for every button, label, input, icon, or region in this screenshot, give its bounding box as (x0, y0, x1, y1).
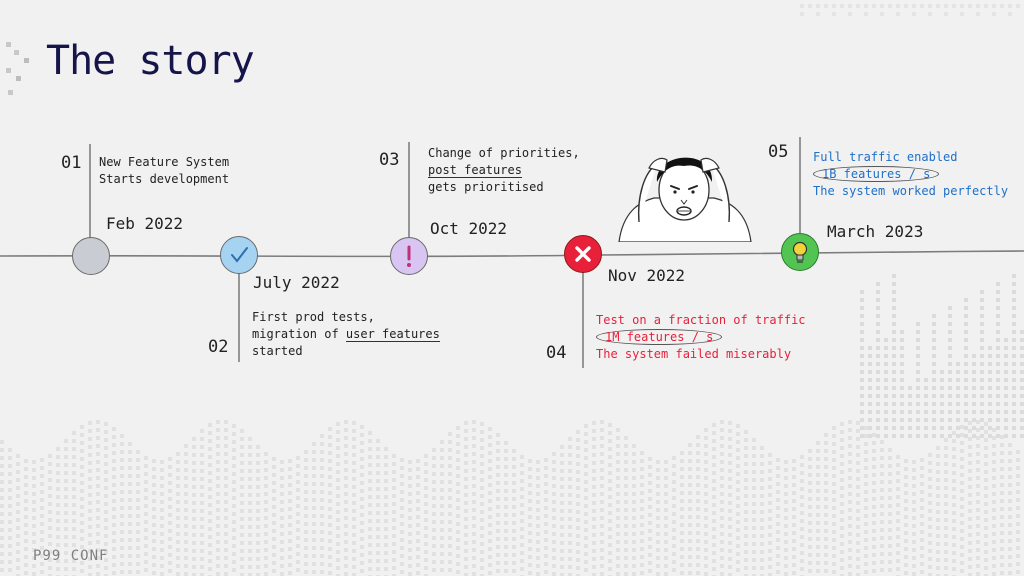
event-02-line-1: First prod tests, (252, 310, 375, 324)
throughput-1m-circled: 1M features / s (596, 329, 723, 345)
milestone-node-nov (564, 235, 602, 273)
event-description-04: Test on a fraction of traffic 1M feature… (596, 312, 806, 363)
event-number-04: 04 (546, 343, 567, 363)
event-04-line-3: The system failed miserably (596, 347, 792, 361)
event-description-03: Change of priorities, post features gets… (428, 145, 580, 196)
event-date-01: Feb 2022 (106, 214, 184, 233)
slide-title: The story (46, 38, 255, 84)
event-number-03: 03 (379, 150, 400, 170)
frustrated-man-illustration (618, 157, 752, 242)
event-03-line-3: gets prioritised (428, 180, 544, 194)
event-number-01: 01 (61, 153, 82, 173)
cross-icon (575, 246, 591, 262)
event-date-03: Oct 2022 (430, 219, 508, 238)
event-description-01: New Feature System Starts development (99, 154, 229, 188)
checkmark-icon (231, 247, 248, 263)
event-02-line-2: migration of user features (252, 326, 440, 343)
event-date-04: Nov 2022 (608, 266, 686, 285)
milestone-node-feb (72, 237, 110, 275)
event-01-line-2: Starts development (99, 172, 230, 186)
event-05-line-3: The system worked perfectly (813, 184, 1009, 198)
event-description-05: Full traffic enabled 1B features / s The… (813, 149, 1008, 200)
event-02-line-2a: migration of (252, 327, 346, 341)
milestone-node-oct (390, 237, 428, 275)
milestone-node-july (220, 236, 258, 274)
brand-logo: P99 CONF (33, 548, 109, 564)
event-number-05: 05 (768, 142, 789, 162)
event-04-line-1: Test on a fraction of traffic (596, 313, 806, 327)
event-number-02: 02 (208, 337, 229, 357)
event-description-02: First prod tests, migration of user feat… (252, 309, 440, 360)
event-02-line-3: started (252, 344, 303, 358)
event-01-line-1: New Feature System (99, 155, 230, 169)
title-pixel-decoration (6, 42, 38, 102)
event-05-line-1: Full traffic enabled (813, 150, 958, 164)
event-date-05: March 2023 (827, 222, 924, 241)
lightbulb-icon (792, 241, 808, 263)
timeline-line (0, 250, 1024, 258)
exclamation-icon (407, 245, 411, 267)
throughput-1b-circled: 1B features / s (813, 166, 940, 182)
event-03-line-1: Change of priorities, (428, 146, 580, 160)
milestone-node-march (781, 233, 819, 271)
post-features-underlined: post features (428, 163, 522, 178)
event-date-02: July 2022 (253, 273, 340, 292)
user-features-underlined: user features (345, 327, 440, 342)
